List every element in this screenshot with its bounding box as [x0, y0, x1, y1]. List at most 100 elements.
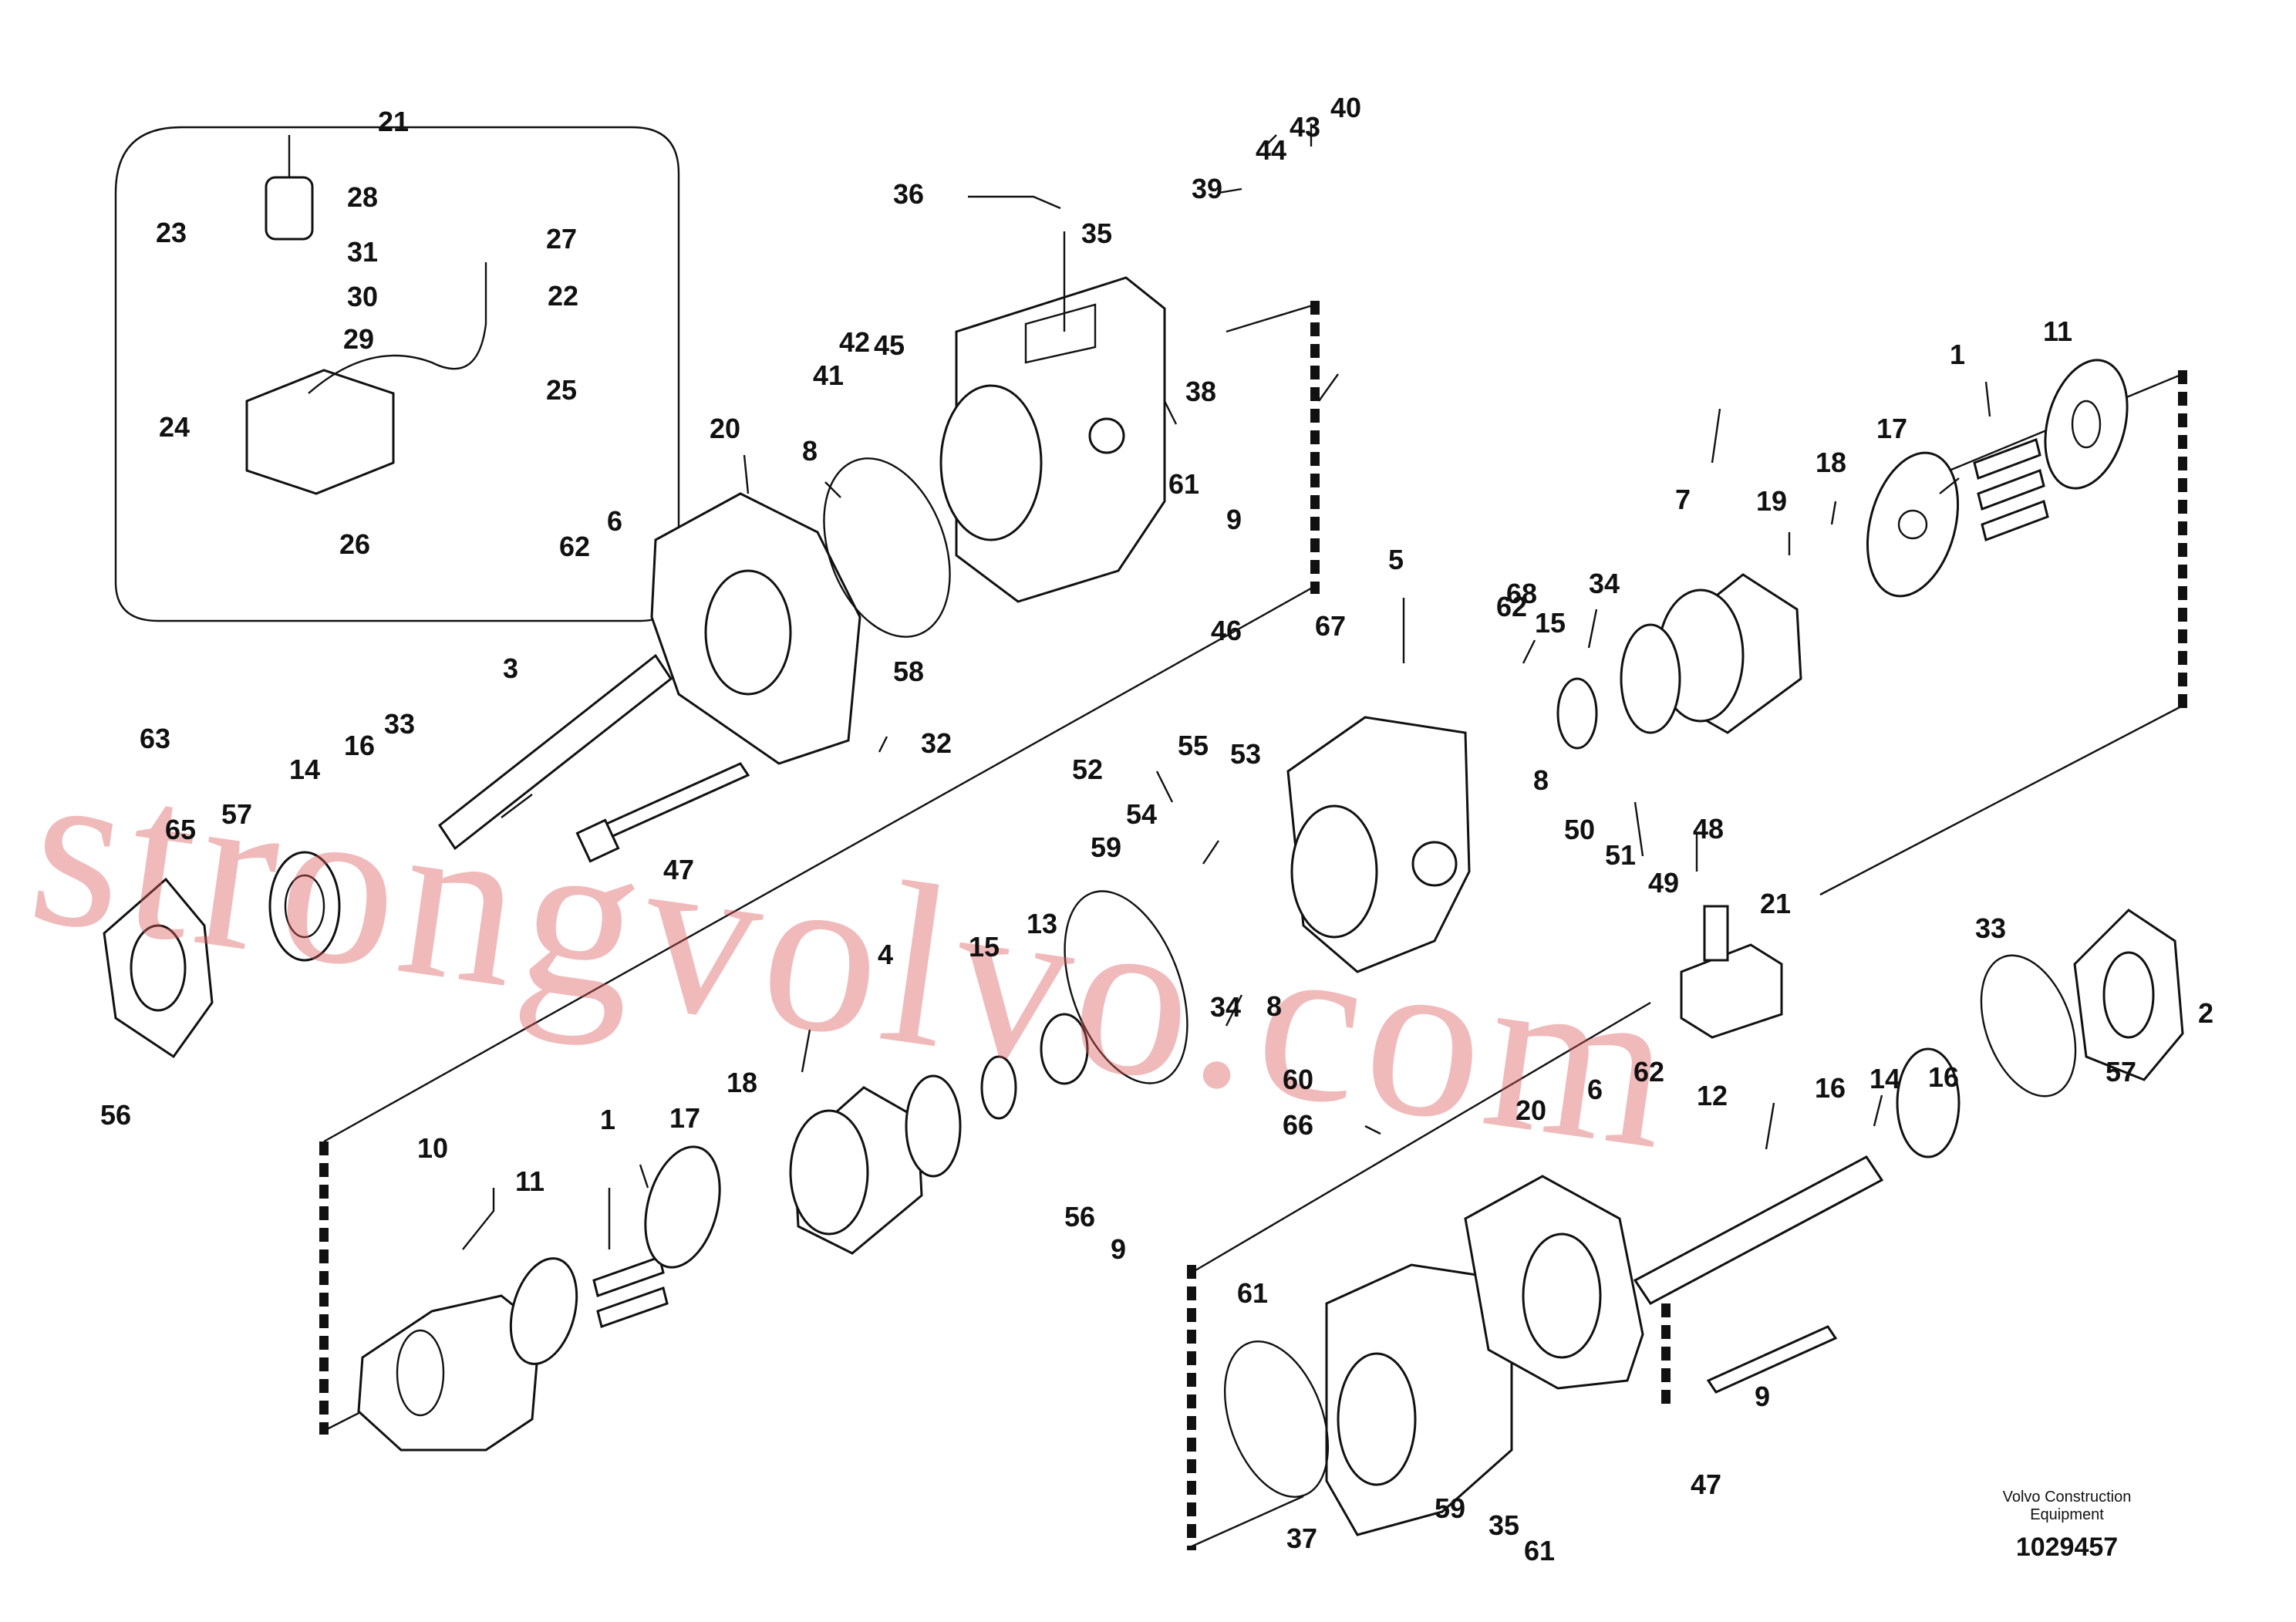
- callout-number: 49: [1647, 867, 1680, 899]
- callout-number: 62: [1633, 1056, 1665, 1088]
- callout-number: 50: [1563, 814, 1596, 845]
- callout-number: 62: [1495, 591, 1528, 622]
- solenoid-valve-28: [265, 135, 314, 241]
- callout-number: 53: [1229, 738, 1262, 770]
- callout-number: 14: [288, 754, 321, 785]
- credit-line-2: Equipment: [2030, 1506, 2104, 1523]
- callout-number: 16: [1927, 1061, 1960, 1093]
- callout-number: 17: [1876, 413, 1908, 444]
- callout-number: 61: [1523, 1535, 1556, 1566]
- callout-number: 8: [1266, 990, 1283, 1022]
- callout-number: 1: [599, 1104, 616, 1135]
- callout-number: 58: [892, 656, 925, 687]
- callout-number: 48: [1692, 813, 1725, 845]
- callout-number: 25: [545, 374, 578, 406]
- pistons-1-lower: [592, 1256, 669, 1328]
- callout-number: 16: [1814, 1072, 1846, 1104]
- washer-11-lower: [509, 1257, 578, 1365]
- callout-number: 22: [547, 280, 579, 312]
- callout-number: 45: [873, 329, 905, 361]
- callout-number: 47: [1690, 1469, 1722, 1500]
- callout-number: 10: [416, 1132, 449, 1164]
- o-ring-59-middle: [1064, 890, 1188, 1084]
- callout-number: 11: [514, 1165, 545, 1197]
- callout-number: 62: [558, 531, 591, 562]
- callout-number: 68: [1505, 578, 1538, 609]
- callout-number: 9: [1754, 1381, 1771, 1412]
- callout-number: 31: [346, 236, 379, 268]
- callout-number: 59: [1434, 1492, 1466, 1524]
- callout-number: 11: [2042, 315, 2073, 347]
- callout-number: 5: [1387, 544, 1404, 575]
- callout-number: 67: [1314, 610, 1347, 642]
- callout-number: 42: [838, 326, 871, 358]
- callout-number: 9: [1226, 504, 1242, 535]
- callout-number: 2: [2197, 997, 2214, 1029]
- front-flange-left: [103, 877, 214, 1059]
- callout-number: 26: [339, 528, 371, 560]
- callout-number: 18: [726, 1067, 758, 1098]
- callout-number: 63: [139, 723, 171, 754]
- callout-number: 41: [812, 359, 845, 391]
- callout-number: 34: [1588, 568, 1620, 599]
- callout-number: 66: [1282, 1109, 1314, 1141]
- cylinder-block-lower: [789, 1086, 923, 1255]
- callout-number: 34: [1209, 991, 1242, 1023]
- callout-number: 32: [920, 727, 952, 759]
- callout-number: 30: [346, 281, 379, 312]
- callout-number: 61: [1168, 468, 1200, 500]
- callout-number: 51: [1604, 839, 1637, 871]
- callout-number: 39: [1191, 173, 1223, 204]
- sleeve-13: [1040, 1013, 1089, 1085]
- callout-number: 23: [155, 217, 187, 248]
- valve-plate-17-lower: [644, 1145, 721, 1269]
- callout-number: 8: [801, 435, 818, 467]
- callout-number: 33: [383, 708, 416, 740]
- callout-number: 37: [1286, 1523, 1318, 1554]
- cylinder-block-right: [1657, 573, 1802, 734]
- bearing-34-right: [1620, 623, 1681, 734]
- pistons-1-right: [1973, 438, 2049, 541]
- inset-frame: [114, 126, 680, 622]
- callout-number: 36: [892, 178, 925, 210]
- end-cover-top: [650, 492, 861, 765]
- callout-number: 56: [1064, 1201, 1096, 1233]
- o-ring-59-lower: [1223, 1340, 1330, 1498]
- callout-number: 4: [877, 939, 894, 970]
- callout-number: 35: [1081, 218, 1113, 249]
- regulator-block: [245, 369, 395, 495]
- callout-number: 21: [377, 106, 410, 137]
- callout-number: 3: [502, 653, 519, 684]
- credit-line-1: Volvo Construction: [2002, 1489, 2132, 1506]
- callout-number: 60: [1282, 1064, 1314, 1095]
- gear-15-lower: [980, 1055, 1017, 1120]
- center-housing: [1286, 716, 1471, 973]
- callout-number: 1: [1949, 339, 1966, 370]
- o-ring-58: [823, 457, 951, 638]
- washer-11-right: [2044, 359, 2129, 490]
- callout-number: 65: [164, 814, 197, 845]
- callout-number: 18: [1815, 447, 1847, 478]
- callout-number: 15: [1534, 607, 1566, 639]
- drive-shaft-3: [437, 653, 673, 851]
- callout-number: 14: [1869, 1063, 1901, 1094]
- swash-plate-10: [357, 1294, 541, 1452]
- callout-number: 43: [1289, 111, 1321, 143]
- callout-number: 35: [1488, 1509, 1520, 1541]
- callout-number: 15: [968, 931, 1000, 963]
- callout-number: 52: [1071, 754, 1104, 785]
- end-cover-bottom: [1464, 1175, 1644, 1390]
- callout-number: 9: [1110, 1233, 1127, 1265]
- callout-number: 13: [1026, 908, 1058, 939]
- callout-number: 27: [545, 223, 578, 255]
- bolt-47-bottom: [1706, 1325, 1838, 1394]
- callout-number: 46: [1210, 615, 1242, 646]
- callout-number: 24: [158, 411, 190, 443]
- callout-number: 16: [343, 730, 376, 761]
- pump-housing-top: [939, 276, 1166, 603]
- callout-number: 56: [99, 1099, 132, 1131]
- callout-number: 6: [1586, 1074, 1603, 1105]
- callout-number: 21: [1759, 888, 1792, 919]
- callout-number: 44: [1255, 134, 1287, 166]
- callout-number: 20: [709, 413, 741, 444]
